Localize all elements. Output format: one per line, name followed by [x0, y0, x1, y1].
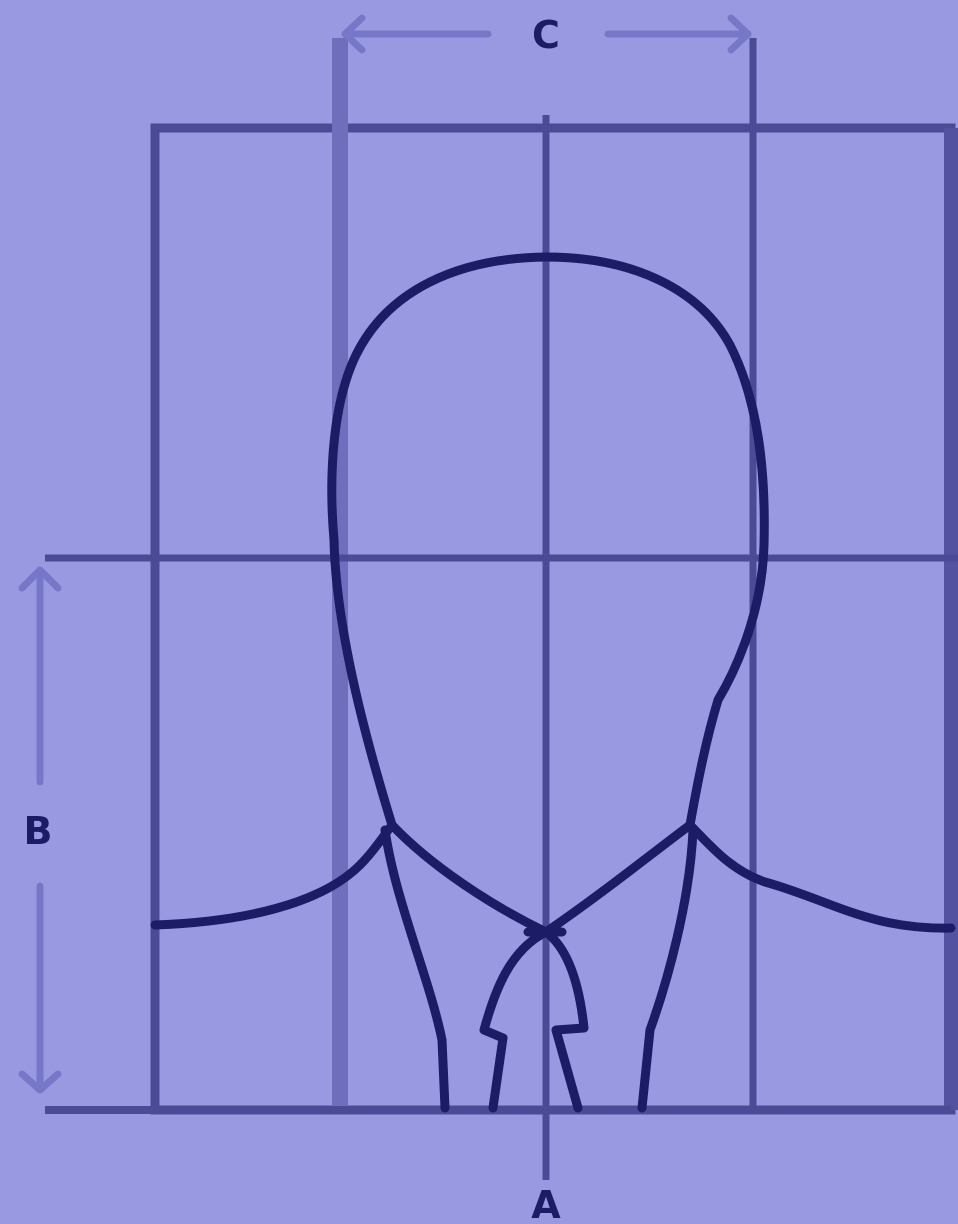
- label-c: C: [532, 13, 560, 57]
- label-a: A: [531, 1183, 561, 1224]
- right-shoulder-line: [690, 825, 951, 928]
- label-b: B: [24, 809, 53, 853]
- outer-frame: [155, 128, 951, 1110]
- left-shoulder-line: [155, 825, 392, 925]
- neck-lines: [385, 825, 693, 1108]
